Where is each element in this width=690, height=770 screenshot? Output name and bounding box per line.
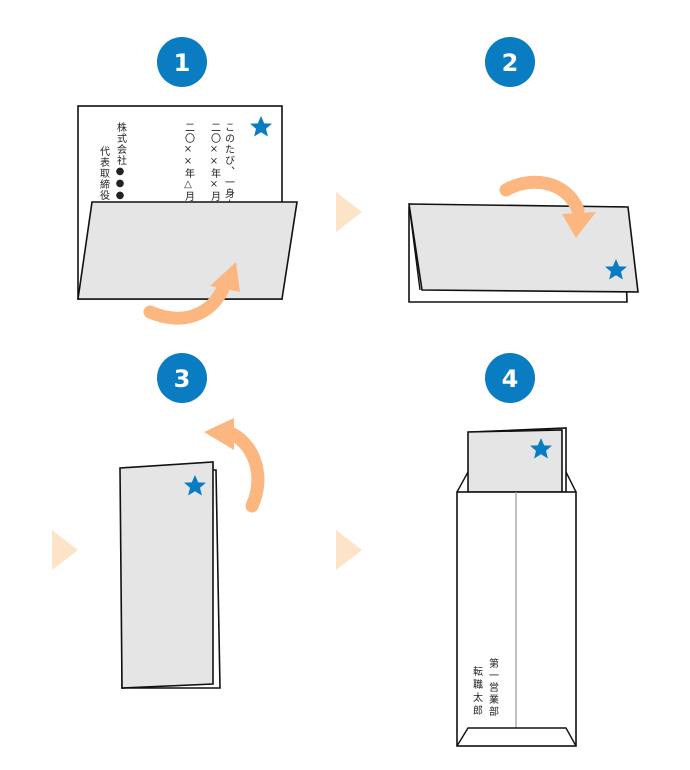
step-2-number: 2 xyxy=(502,49,519,77)
envelope-bottom-flap xyxy=(456,727,577,747)
curved-arrow-icon xyxy=(143,262,240,325)
letter-text: このたび、一身上の 二〇××年×月×日 二〇××年△月△ 株式会社●●● 代表取… xyxy=(98,121,235,225)
letter-column-4: 株式会社●●● xyxy=(115,121,127,202)
curved-arrow-icon xyxy=(204,418,265,513)
step-3-illustration xyxy=(119,418,265,689)
chevron-right-icon xyxy=(336,192,362,232)
folded-flap xyxy=(77,201,298,300)
envelope-flap-left xyxy=(456,471,469,493)
letter-column-2: 二〇××年×月×日 xyxy=(209,122,221,225)
envelope-flap-right xyxy=(565,471,577,493)
folded-letter xyxy=(467,429,563,493)
step-4-number: 4 xyxy=(502,365,519,393)
envelope-department: 第一営業部 xyxy=(487,657,499,718)
curved-arrow-icon xyxy=(499,175,596,238)
letter-column-5: 代表取締役 xyxy=(98,146,110,201)
folded-letter xyxy=(119,461,214,689)
letter-column-3: 二〇××年△月△ xyxy=(183,122,195,214)
step-1-illustration: このたび、一身上の 二〇××年×月×日 二〇××年△月△ 株式会社●●● 代表取… xyxy=(77,105,298,325)
chevron-right-icon xyxy=(336,530,362,570)
step-2-badge: 2 xyxy=(485,37,535,87)
envelope-name: 転職太郎 xyxy=(471,666,483,718)
letter-column-1: このたび、一身上の xyxy=(223,122,235,221)
step-3-badge: 3 xyxy=(157,353,207,403)
chevron-right-icon xyxy=(52,530,78,570)
step-1-number: 1 xyxy=(174,49,191,77)
step-1-badge: 1 xyxy=(157,37,207,87)
folded-flap xyxy=(408,203,639,293)
step-4-illustration: 第一営業部 転職太郎 xyxy=(456,427,577,747)
step-2-illustration xyxy=(408,175,639,303)
step-4-badge: 4 xyxy=(485,353,535,403)
step-3-number: 3 xyxy=(174,365,191,393)
